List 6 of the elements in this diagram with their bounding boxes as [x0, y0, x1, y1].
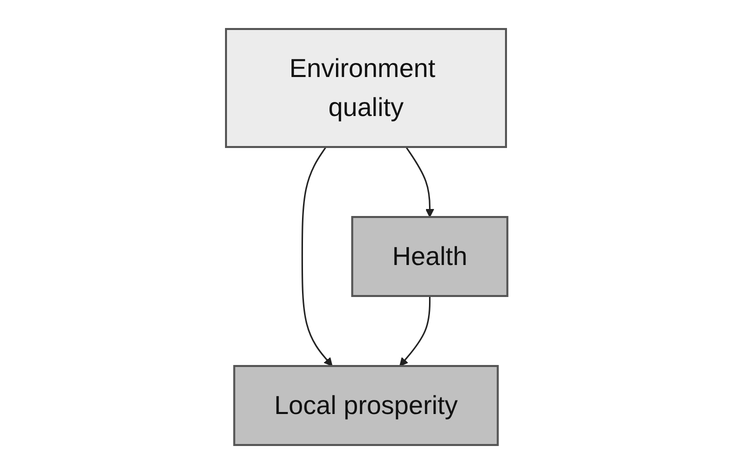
- node-box: Local prosperity: [234, 365, 500, 446]
- arrow: [302, 146, 333, 366]
- arrow: [406, 146, 434, 218]
- arrow: [400, 296, 431, 366]
- node-box: Health: [352, 216, 509, 297]
- node-box: Environment quality: [225, 28, 508, 148]
